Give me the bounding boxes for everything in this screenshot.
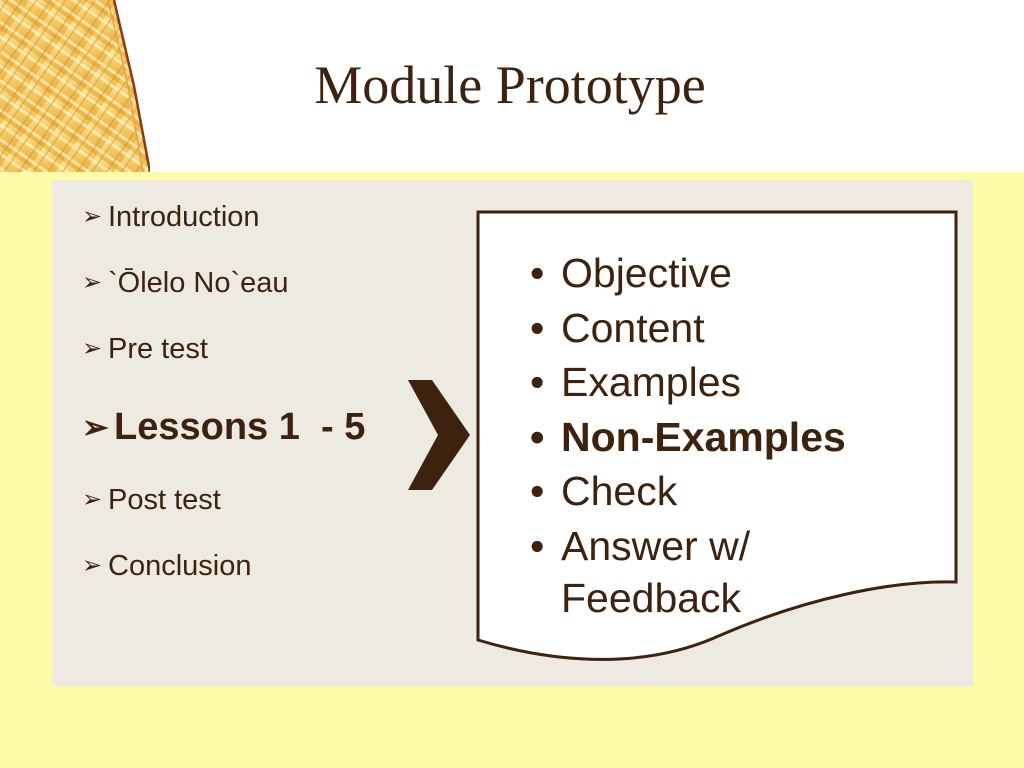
lesson-component-item-highlighted: •Non-Examples bbox=[530, 410, 846, 465]
woven-pattern-decoration bbox=[0, 0, 150, 172]
dot-bullet-icon: • bbox=[530, 468, 545, 514]
outline-item: ➢`Ōlelo No`eau bbox=[82, 267, 289, 299]
outline-item: ➢Introduction bbox=[82, 201, 260, 233]
dot-bullet-icon: • bbox=[530, 250, 545, 296]
outline-item: ➢Conclusion bbox=[82, 550, 252, 582]
lesson-component-item: •Objective bbox=[530, 246, 846, 301]
arrowhead-bullet-icon: ➢ bbox=[82, 486, 103, 513]
arrowhead-bullet-icon: ➢ bbox=[82, 552, 103, 579]
dot-bullet-icon: • bbox=[530, 304, 545, 351]
arrowhead-bullet-icon: ➢ bbox=[82, 409, 109, 445]
chevron-right-icon bbox=[408, 380, 470, 490]
outline-item: ➢Pre test bbox=[82, 333, 208, 365]
lesson-components-list: •Objective •Content •Examples •Non-Examp… bbox=[530, 246, 846, 626]
arrowhead-bullet-icon: ➢ bbox=[82, 203, 103, 230]
arrowhead-bullet-icon: ➢ bbox=[82, 335, 103, 362]
lesson-component-item: •Examples bbox=[530, 355, 846, 410]
dot-bullet-icon: • bbox=[530, 522, 545, 569]
slide-header: Module Prototype bbox=[0, 0, 1024, 172]
lesson-component-item: •Answer w/ Feedback bbox=[530, 519, 846, 626]
lesson-component-item: •Content bbox=[530, 301, 846, 356]
lesson-component-item-continuation: Feedback bbox=[561, 575, 742, 621]
outline-item-highlighted: ➢Lessons 1 - 5 bbox=[82, 406, 366, 448]
outline-item: ➢Post test bbox=[82, 484, 221, 516]
dot-bullet-icon: • bbox=[530, 413, 545, 460]
slide-title: Module Prototype bbox=[314, 55, 706, 115]
lesson-document-shape bbox=[476, 210, 958, 661]
lesson-component-item: •Check bbox=[530, 464, 846, 519]
arrowhead-bullet-icon: ➢ bbox=[82, 269, 103, 296]
dot-bullet-icon: • bbox=[530, 359, 545, 405]
